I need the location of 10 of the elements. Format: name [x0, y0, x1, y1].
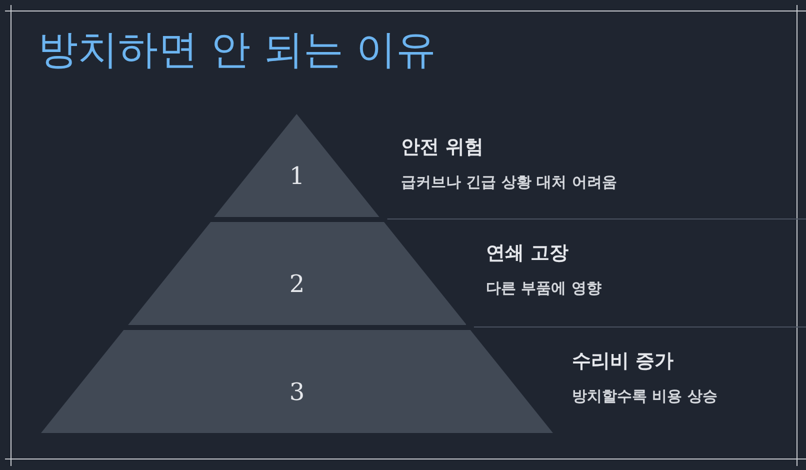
item-heading: 안전 위험 — [401, 135, 485, 160]
item-description: 방치할수록 비용 상승 — [572, 386, 718, 406]
level-number: 2 — [289, 268, 305, 300]
level-number: 1 — [289, 160, 305, 192]
item-heading: 연쇄 고장 — [486, 241, 570, 266]
item-description: 다른 부품에 영향 — [486, 278, 602, 298]
item-heading: 수리비 증가 — [572, 349, 675, 374]
title: 방치하면 안 되는 이유 — [38, 26, 436, 75]
item-description: 급커브나 긴급 상황 대처 어려움 — [401, 172, 617, 192]
level-number: 3 — [289, 376, 305, 408]
